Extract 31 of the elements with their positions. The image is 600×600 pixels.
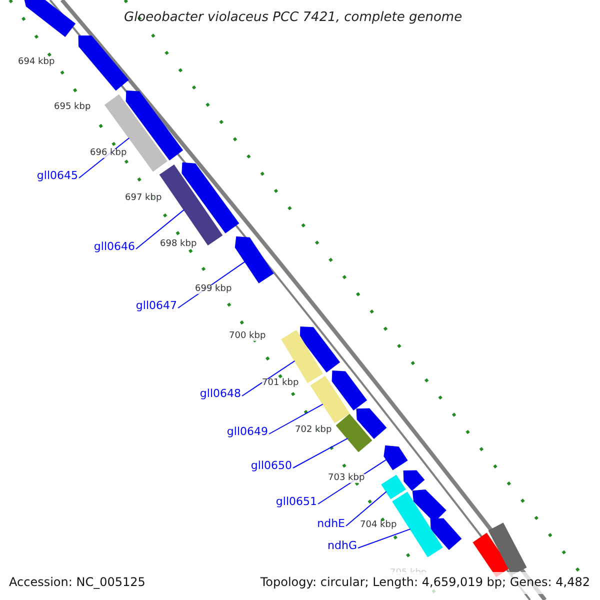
gene-bar xyxy=(381,474,406,500)
gene-label: gll0651 xyxy=(276,496,317,507)
tick-label: 698 kbp xyxy=(160,240,197,249)
footer-text: Accession: NC_005125 xyxy=(9,576,146,588)
gene-label: gll0649 xyxy=(226,426,268,437)
tick-label: 703 kbp xyxy=(328,474,365,483)
leader-line xyxy=(358,528,411,548)
tick-label: 701 kbp xyxy=(262,379,299,388)
gene-bar xyxy=(234,236,274,284)
gene-label: gll0646 xyxy=(94,241,135,252)
gene-bar xyxy=(310,376,350,424)
title: Gloeobacter violaceus PCC 7421, complete genome xyxy=(124,11,462,24)
gene-bar xyxy=(384,445,408,470)
gene-label: gll0647 xyxy=(136,300,177,311)
leader-line xyxy=(292,438,348,468)
gene-label: ndhE xyxy=(317,518,345,529)
tick-label: 697 kbp xyxy=(125,194,162,203)
tick-label: 696 kbp xyxy=(90,149,127,158)
leader-line xyxy=(268,404,324,434)
tick-label: 702 kbp xyxy=(295,426,332,435)
gene-bar xyxy=(336,414,372,452)
tick-label: 694 kbp xyxy=(18,58,55,67)
gene-label: gll0648 xyxy=(200,388,241,399)
leader-line xyxy=(136,209,184,250)
footer-text: Topology: circular; Length: 4,659,019 bp; Genes: 4,482 xyxy=(260,576,590,588)
tick-label: 704 kbp xyxy=(360,521,397,530)
gene-label: ndhG xyxy=(328,540,357,551)
gene-label: gll0650 xyxy=(250,460,292,471)
leader-line xyxy=(242,360,296,396)
gene-label: gll0645 xyxy=(36,170,78,181)
leader-line xyxy=(346,491,387,526)
